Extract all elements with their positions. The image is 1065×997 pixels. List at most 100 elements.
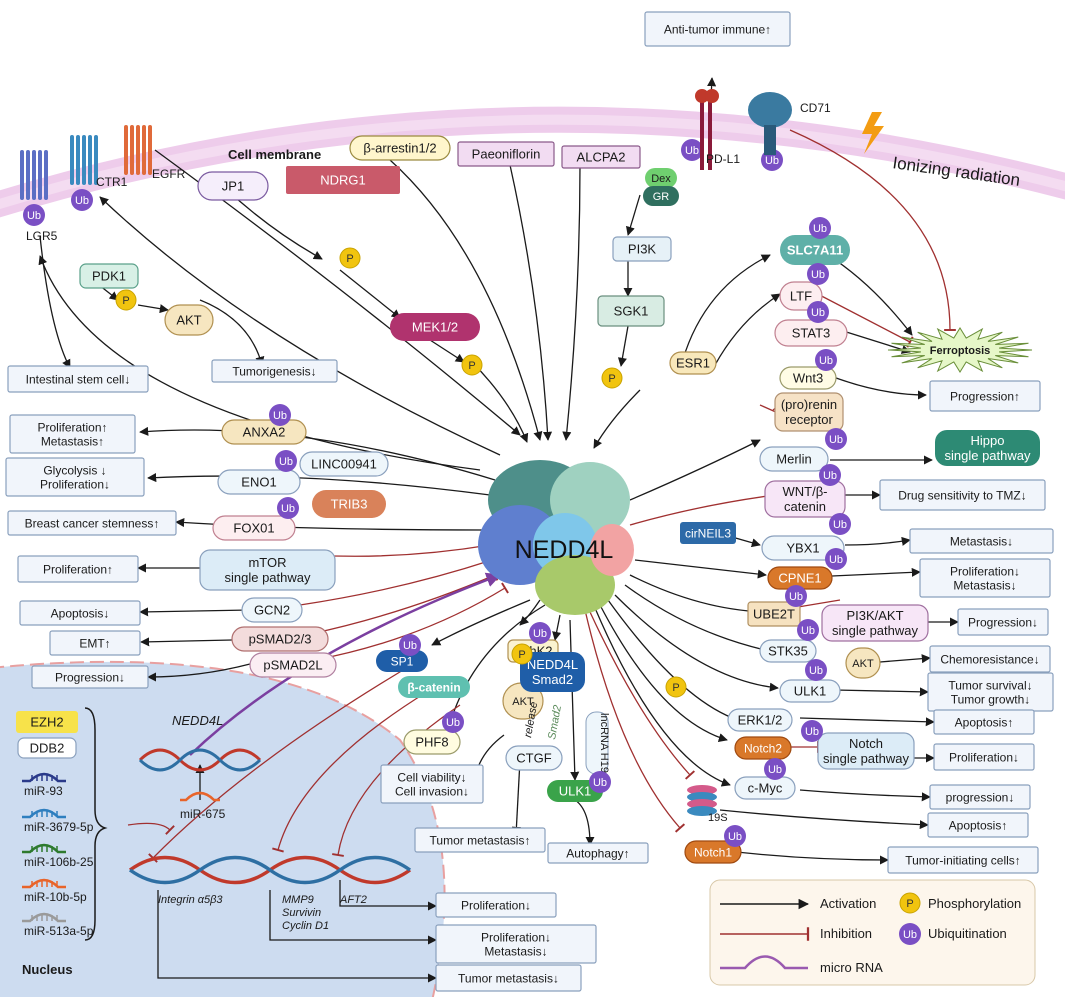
phosphorylation-icon: P xyxy=(601,367,623,389)
edge-activate xyxy=(157,890,437,983)
outcome-prolif-down-r: Proliferation↓ xyxy=(933,743,1035,771)
edge-inhibit xyxy=(789,129,956,331)
node-nedd4lsmad-text: Smad2 xyxy=(532,672,573,687)
node-akt: AKT xyxy=(164,304,214,336)
svg-text:Ferroptosis: Ferroptosis xyxy=(930,345,991,357)
edge-activate xyxy=(714,293,781,366)
outcome-progression-right: Progression↓ xyxy=(957,608,1049,636)
outcome-glycolysis-text: Glycolysis ↓ xyxy=(43,463,106,477)
edge-inhibit xyxy=(629,489,777,526)
outcome-tumormet-up: Tumor metastasis↑ xyxy=(414,827,546,853)
outcome-intestinal-text: Intestinal stem cell↓ xyxy=(26,372,131,386)
node-paeoniflorin-text: Paeoniflorin xyxy=(472,147,541,162)
aft2-label: AFT2 xyxy=(339,894,367,906)
phosphorylation-icon: P xyxy=(339,247,361,269)
node-alcpa2-text: ALCPA2 xyxy=(577,150,626,165)
node-erk12: ERK1/2 xyxy=(727,708,793,732)
node-alcpa2: ALCPA2 xyxy=(561,145,641,169)
edge-activate xyxy=(844,536,911,546)
node-cpne1: CPNE1 xyxy=(767,566,833,590)
svg-text:Ub: Ub xyxy=(811,307,825,319)
node-ctgf: CTGF xyxy=(505,745,563,771)
node-mek12: MEK1/2 xyxy=(390,313,480,341)
svg-text:Ub: Ub xyxy=(768,764,782,776)
19s-label: 19S xyxy=(708,812,728,824)
outcome-prolif-up-text: Proliferation↑ xyxy=(43,562,113,576)
edge-activate xyxy=(139,426,496,481)
legend-label: micro RNA xyxy=(820,960,883,975)
node-ltf: LTF xyxy=(779,281,823,311)
svg-text:Ub: Ub xyxy=(829,434,843,446)
outcome-apoptosis-down: Apoptosis↓ xyxy=(19,600,141,626)
node-fox01-text: FOX01 xyxy=(233,521,274,536)
node-wnt3-text: Wnt3 xyxy=(793,371,823,386)
node-cmyc-text: c-Myc xyxy=(748,781,783,796)
edge-activate xyxy=(552,614,562,641)
node-cirneil3-text: cirNEIL3 xyxy=(685,526,731,540)
outcome-apoptosis-up: Apoptosis↑ xyxy=(933,709,1035,735)
node-mtor-text: mTOR xyxy=(248,555,286,570)
svg-text:LGR5: LGR5 xyxy=(26,229,58,243)
outcome-prolmet-bottom: Proliferation↓Metastasis↓ xyxy=(435,924,597,964)
nuc-mir93: miR-93 xyxy=(22,772,66,798)
svg-text:miR-3679-5p: miR-3679-5p xyxy=(24,820,94,834)
outcome-tumormet-down: Tumor metastasis↓ xyxy=(435,964,582,992)
ubiquitin-icon: Ub xyxy=(681,139,703,161)
survivin-label: Survivin xyxy=(282,907,321,919)
ubiquitin-icon: Ub xyxy=(23,204,45,226)
edge-activate xyxy=(607,599,739,722)
phosphorylation-icon: P xyxy=(665,676,687,698)
svg-text:Ub: Ub xyxy=(728,831,742,843)
receptor-ctr1: CTR1 xyxy=(70,135,128,189)
svg-text:P: P xyxy=(906,898,913,910)
outcome-prolif-bottom-text: Proliferation↓ xyxy=(461,898,531,912)
outcome-tic: Tumor-initiating cells↑ xyxy=(887,846,1039,874)
node-akt2: AKT xyxy=(845,647,881,679)
ubiquitin-icon: Ub xyxy=(589,771,611,793)
nuc-mir106b: miR-106b-25 xyxy=(22,843,94,869)
svg-text:EGFR: EGFR xyxy=(152,167,186,181)
nuc-ezh2-text: EZH2 xyxy=(30,715,63,730)
edge-activate xyxy=(137,304,169,314)
ubiquitin-icon: Ub xyxy=(797,619,819,641)
edge-activate xyxy=(431,599,531,646)
node-gcn2: GCN2 xyxy=(241,597,303,623)
svg-text:Ub: Ub xyxy=(446,717,460,729)
svg-text:CTR1: CTR1 xyxy=(96,175,128,189)
phosphorylation-icon: P xyxy=(461,354,483,376)
svg-text:P: P xyxy=(468,360,475,372)
edge-activate xyxy=(389,159,543,441)
svg-text:Ub: Ub xyxy=(829,554,843,566)
node-gr-text: GR xyxy=(653,191,670,203)
legend-ubiquitination-icon: Ub xyxy=(899,923,921,945)
outcome-apoptosis-down-text: Apoptosis↓ xyxy=(51,606,110,620)
node-phf8-text: PHF8 xyxy=(415,735,448,750)
node-ndrg1-text: NDRG1 xyxy=(320,173,366,188)
node-akt2-text: AKT xyxy=(852,658,874,670)
svg-text:Ub: Ub xyxy=(801,625,815,637)
ubiquitin-icon: Ub xyxy=(807,263,829,285)
edge-activate xyxy=(147,663,251,682)
edge-activate xyxy=(269,890,437,945)
node-anxa2: ANXA2 xyxy=(221,419,307,445)
outcome-apoptosis-up-text: Apoptosis↑ xyxy=(955,715,1014,729)
node-notch2-text: Notch2 xyxy=(744,741,782,755)
svg-text:P: P xyxy=(518,649,525,661)
node-bcatenin-text: β-catenin xyxy=(407,680,460,694)
outcome-antitumor-text: Anti-tumor immune↑ xyxy=(664,22,771,36)
svg-text:Ub: Ub xyxy=(593,777,607,789)
cell-membrane-label: Cell membrane xyxy=(228,147,321,162)
node-stk35-text: STK35 xyxy=(768,644,808,659)
outcome-progression-lc-text: progression↓ xyxy=(946,790,1015,804)
svg-text:Ub: Ub xyxy=(75,195,89,207)
svg-text:Ub: Ub xyxy=(833,519,847,531)
edge-activate xyxy=(719,849,889,865)
svg-text:lncRNA H19: lncRNA H19 xyxy=(598,713,610,773)
legend-label: Inhibition xyxy=(820,926,872,941)
outcome-emt-text: EMT↑ xyxy=(79,636,110,650)
node-notchsp-text: Notch xyxy=(849,736,883,751)
node-mtor-text: single pathway xyxy=(225,570,311,585)
outcome-autophagy-text: Autophagy↑ xyxy=(566,846,629,860)
legend-box xyxy=(709,879,1036,986)
